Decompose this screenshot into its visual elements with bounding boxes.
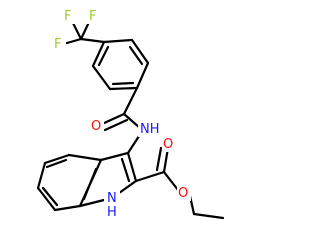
bond-ester-c-ring bbox=[134, 170, 166, 183]
bond-amide-co-1 bbox=[100, 112, 126, 126]
bond-ring-1 bbox=[102, 38, 134, 44]
bond-ring-6 bbox=[91, 40, 106, 68]
bond-ring-3 bbox=[135, 61, 150, 90]
bond-indole-3 bbox=[36, 161, 47, 190]
amide-nh-label: NH bbox=[140, 122, 160, 137]
bond-indole-4 bbox=[36, 186, 57, 212]
bond-indole-2-inner bbox=[45, 158, 68, 169]
indole-hydrogen-label: H bbox=[107, 205, 117, 220]
bond-ring-4 bbox=[108, 86, 139, 91]
atom-labels: F F F O NH N H O O bbox=[52, 8, 191, 220]
bond-ring-4-inner bbox=[111, 81, 135, 86]
bond-ring-2 bbox=[130, 38, 150, 65]
bond-indole-6-inner bbox=[82, 167, 98, 201]
bonds bbox=[36, 17, 225, 220]
bond-ring-carbonyl bbox=[122, 86, 139, 116]
bond-ethyl bbox=[192, 212, 225, 220]
ester-oxygen-label: O bbox=[178, 186, 188, 201]
bond-ring-2-inner bbox=[128, 45, 144, 66]
bond-amide-co-2 bbox=[103, 118, 129, 132]
bond-cf3-ring bbox=[79, 37, 106, 44]
bond-indole-2 bbox=[43, 153, 71, 165]
bond-ester-c-o bbox=[162, 170, 180, 192]
carbonyl-oxygen-label: O bbox=[163, 137, 173, 152]
bond-pyrrole-2 bbox=[126, 151, 138, 183]
fluorine-label-3: F bbox=[89, 9, 96, 24]
chemical-structure: F F F O NH N H O O bbox=[36, 8, 225, 220]
amide-oxygen-label: O bbox=[91, 119, 101, 134]
bond-ring-6-inner bbox=[97, 45, 110, 67]
bond-pyrrole-2-inner bbox=[120, 157, 131, 183]
bond-indole-1 bbox=[67, 153, 103, 162]
bond-ester-co-2 bbox=[155, 146, 163, 172]
fluorine-label-1: F bbox=[64, 9, 71, 24]
bond-amide-cn bbox=[122, 112, 142, 130]
indole-nitrogen-label: N bbox=[107, 191, 117, 206]
bond-indole-5 bbox=[53, 204, 82, 212]
bond-ring-5 bbox=[91, 64, 112, 91]
fluorine-label-2: F bbox=[54, 37, 61, 52]
bond-indole-4-inner bbox=[41, 186, 59, 207]
bond-pyrrole-1 bbox=[99, 151, 130, 162]
